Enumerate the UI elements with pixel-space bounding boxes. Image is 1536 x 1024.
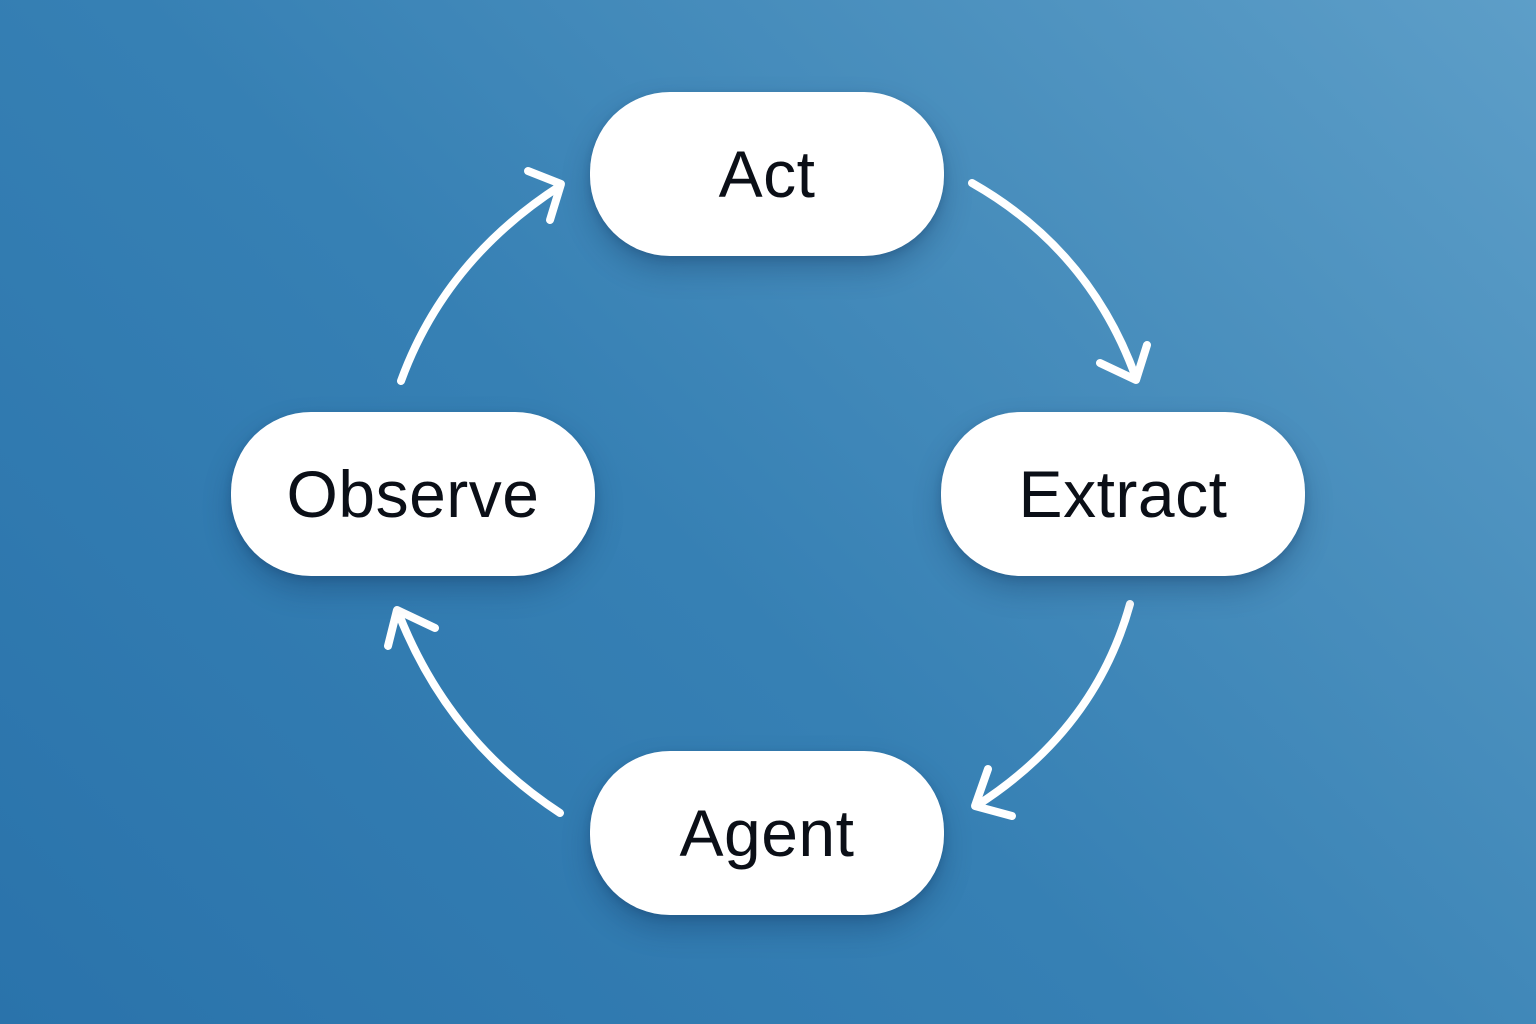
node-agent-label: Agent bbox=[679, 796, 855, 870]
node-observe-label: Observe bbox=[286, 457, 540, 531]
node-extract: Extract bbox=[941, 412, 1305, 576]
arrow-act-to-extract-head bbox=[1096, 341, 1151, 384]
node-agent: Agent bbox=[590, 751, 944, 915]
arrow-observe-to-act-head bbox=[524, 167, 565, 224]
arrow-agent-to-observe-head bbox=[384, 606, 439, 650]
arrow-extract-to-agent bbox=[971, 600, 1134, 820]
arrow-extract-to-agent-line bbox=[972, 600, 1134, 810]
arrow-observe-to-act-line bbox=[397, 182, 564, 385]
arrow-act-to-extract-line bbox=[968, 179, 1140, 382]
arrow-observe-to-act bbox=[397, 167, 565, 385]
arrow-extract-to-agent-head bbox=[971, 765, 1016, 820]
node-observe: Observe bbox=[231, 412, 595, 576]
node-act: Act bbox=[590, 92, 944, 256]
node-act-label: Act bbox=[718, 137, 816, 211]
node-extract-label: Extract bbox=[1018, 457, 1228, 531]
arrow-act-to-extract bbox=[968, 179, 1151, 384]
arrow-agent-to-observe-line bbox=[394, 608, 564, 817]
arrow-agent-to-observe bbox=[384, 606, 564, 817]
